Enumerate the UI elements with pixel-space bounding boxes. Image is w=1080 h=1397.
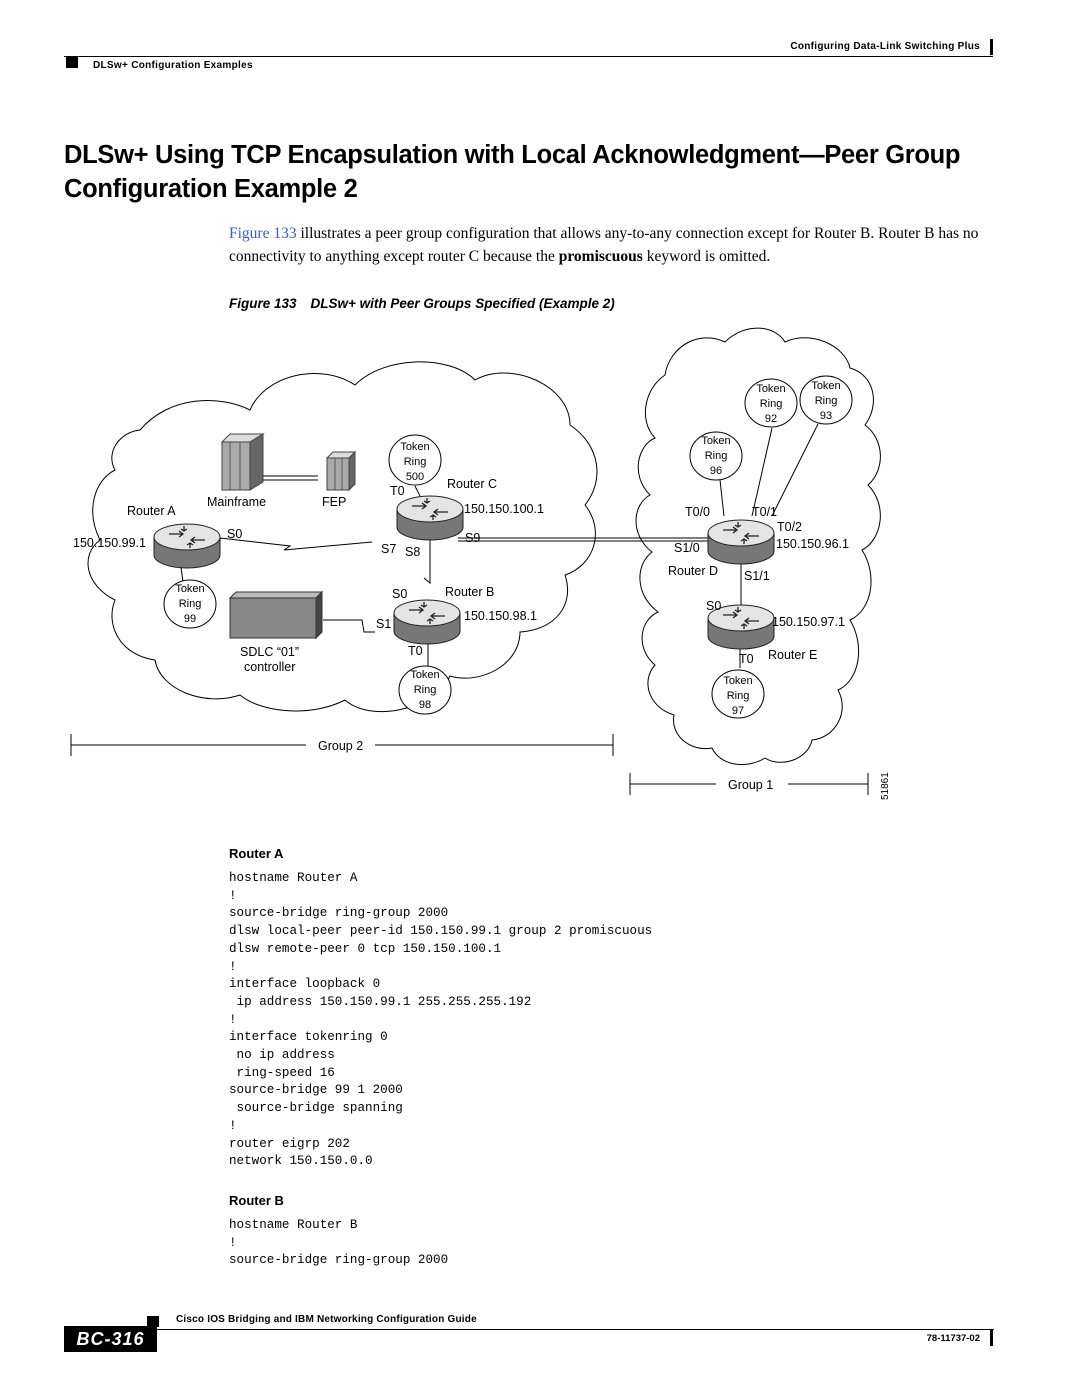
router-c-s7: S7 xyxy=(381,542,396,556)
token-ring-92 xyxy=(744,378,798,428)
figure-number: Figure 133 xyxy=(229,296,297,311)
ring-98-line2: Ring xyxy=(414,684,437,696)
header-marker xyxy=(66,57,78,68)
router-a-config: hostname Router A ! source-bridge ring-g… xyxy=(229,871,653,1169)
group-2-label: Group 2 xyxy=(318,739,363,753)
router-b-label: Router B xyxy=(445,585,494,599)
page-number: BC-316 xyxy=(64,1326,157,1352)
router-a-s0: S0 xyxy=(227,527,242,541)
router-b-ip: 150.150.98.1 xyxy=(464,609,537,623)
ring-93-line3: 93 xyxy=(820,410,832,422)
router-e-label: Router E xyxy=(768,648,817,662)
mainframe-label: Mainframe xyxy=(207,495,266,509)
intro-text-1: illustrates a peer group configuration t… xyxy=(229,225,979,265)
footer-rule xyxy=(157,1329,994,1330)
group-2-cloud xyxy=(87,361,598,713)
ring-92-line1: Token xyxy=(756,383,785,395)
group-1-cloud xyxy=(635,327,881,766)
router-a-heading: Router A xyxy=(229,846,284,861)
router-b-s0: S0 xyxy=(392,587,407,601)
router-c-ip: 150.150.100.1 xyxy=(464,502,544,516)
ring-98-line3: 98 xyxy=(419,699,431,711)
fep-label: FEP xyxy=(322,495,346,509)
header-bar xyxy=(990,39,993,55)
router-a-ip: 150.150.99.1 xyxy=(73,536,146,550)
section-title: DLSw+ Using TCP Encapsulation with Local… xyxy=(64,141,961,203)
ring-93-line1: Token xyxy=(811,380,840,392)
ring-97-line1: Token xyxy=(723,675,752,687)
running-header-section: DLSw+ Configuration Examples xyxy=(93,60,253,71)
ring-92-line2: Ring xyxy=(760,398,783,410)
router-a-icon xyxy=(153,523,221,569)
mainframe-icon xyxy=(220,433,265,491)
router-e-t0: T0 xyxy=(739,652,754,666)
ring-500-line3: 500 xyxy=(406,471,424,483)
token-ring-99 xyxy=(163,579,217,629)
router-e-s0: S0 xyxy=(706,599,721,613)
connection-lines xyxy=(179,423,819,668)
ring-96-line2: Ring xyxy=(705,450,728,462)
router-c-s8: S8 xyxy=(405,545,420,559)
router-b-icon xyxy=(393,599,461,645)
group-2-bracket xyxy=(70,734,614,756)
ring-97-line2: Ring xyxy=(727,690,750,702)
token-ring-97 xyxy=(711,669,765,719)
router-c-t0: T0 xyxy=(390,484,405,498)
router-b-s1: S1 xyxy=(376,617,391,631)
footer-marker xyxy=(147,1316,159,1327)
figure-caption: Figure 133 DLSw+ with Peer Groups Specifi… xyxy=(229,296,615,311)
ring-98-line1: Token xyxy=(410,669,439,681)
fep-icon xyxy=(325,450,357,492)
router-d-t01: T0/1 xyxy=(752,505,777,519)
router-d-ip: 150.150.96.1 xyxy=(776,537,849,551)
ring-96-line3: 96 xyxy=(710,465,722,477)
figure-caption-text: DLSw+ with Peer Groups Specified (Exampl… xyxy=(310,296,615,311)
router-d-s10: S1/0 xyxy=(674,541,700,555)
router-b-heading: Router B xyxy=(229,1193,284,1208)
sdlc-controller-icon xyxy=(228,590,324,640)
sdlc-label: SDLC “01” xyxy=(240,645,299,659)
ring-99-line2: Ring xyxy=(179,598,202,610)
running-header-chapter: Configuring Data-Link Switching Plus xyxy=(790,41,980,52)
controller-label: controller xyxy=(244,660,295,674)
ring-500-line1: Token xyxy=(400,441,429,453)
figure-link[interactable]: Figure 133 xyxy=(229,225,297,242)
token-ring-500 xyxy=(388,434,442,486)
router-d-label: Router D xyxy=(668,564,718,578)
group-1-label: Group 1 xyxy=(728,778,773,792)
token-ring-98 xyxy=(398,665,452,715)
router-d-t02: T0/2 xyxy=(777,520,802,534)
ring-92-line3: 92 xyxy=(765,413,777,425)
ring-93-line2: Ring xyxy=(815,395,838,407)
intro-paragraph: Figure 133 illustrates a peer group conf… xyxy=(229,222,1019,268)
network-diagram: Token Ring 99 Token Ring 500 Token Ring … xyxy=(70,327,891,800)
footer-doc-number: 78-11737-02 xyxy=(926,1333,980,1344)
token-ring-93 xyxy=(799,375,853,425)
token-rings xyxy=(163,375,853,719)
intro-keyword: promiscuous xyxy=(558,248,643,265)
router-c-s9: S9 xyxy=(465,531,480,545)
router-c-label: Router C xyxy=(447,477,497,491)
router-d-t00: T0/0 xyxy=(685,505,710,519)
router-b-t0: T0 xyxy=(408,644,423,658)
ring-500-line2: Ring xyxy=(404,456,427,468)
router-d-icon xyxy=(707,519,775,565)
router-b-config: hostname Router B ! source-bridge ring-g… xyxy=(229,1218,449,1268)
ring-96-line1: Token xyxy=(701,435,730,447)
router-d-s11: S1/1 xyxy=(744,569,770,583)
footer-book-title: Cisco IOS Bridging and IBM Networking Co… xyxy=(176,1314,477,1325)
router-e-ip: 150.150.97.1 xyxy=(772,615,845,629)
ring-99-line1: Token xyxy=(175,583,204,595)
figure-id: 51861 xyxy=(880,772,891,800)
group-1-bracket xyxy=(629,773,869,795)
router-c-icon xyxy=(396,495,464,541)
footer-bar xyxy=(990,1329,993,1346)
ring-99-line3: 99 xyxy=(184,613,196,625)
intro-text-2: keyword is omitted. xyxy=(642,248,771,265)
ring-97-line3: 97 xyxy=(732,705,744,717)
header-rule xyxy=(64,56,993,57)
router-a-label: Router A xyxy=(127,504,176,518)
token-ring-96 xyxy=(689,431,743,481)
